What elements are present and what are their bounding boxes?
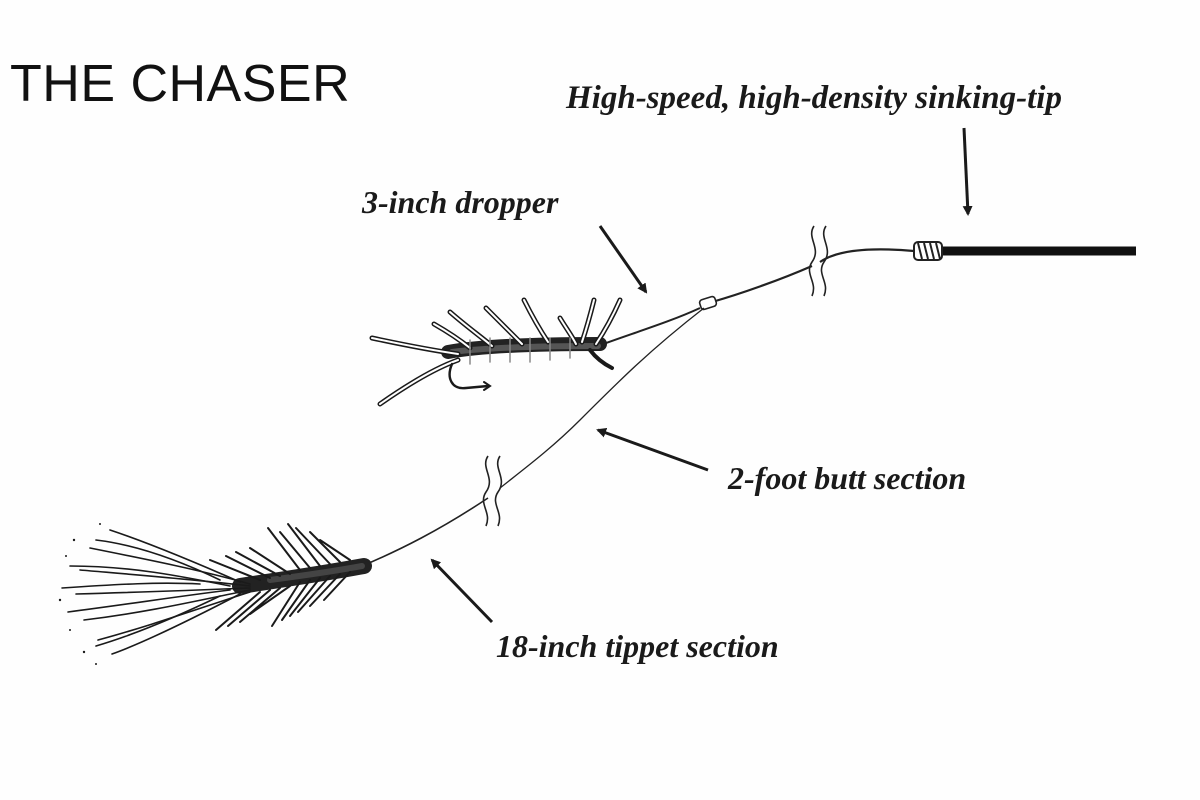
tippet-line — [361, 497, 489, 567]
leader-mid — [711, 264, 813, 304]
label-butt-section: 2-foot butt section — [728, 460, 967, 496]
butt-section-line — [499, 307, 705, 489]
tail-fly — [58, 523, 372, 665]
sinking-tip-knot — [913, 241, 943, 261]
dropper-fly — [369, 297, 623, 407]
label-dropper: 3-inch dropper — [362, 184, 559, 220]
break-mark-upper — [808, 225, 829, 297]
arrow-butt — [596, 428, 709, 472]
label-tippet-section: 18-inch tippet section — [496, 628, 779, 664]
break-mark-lower — [482, 455, 503, 527]
arrow-dropper — [598, 225, 648, 294]
leader-upper — [819, 248, 915, 263]
arrow-tippet — [430, 558, 494, 624]
blood-knot — [698, 295, 718, 311]
dropper-line — [597, 307, 701, 347]
label-sinking-tip: High-speed, high-density sinking-tip — [566, 80, 1062, 116]
arrow-sinking-tip — [962, 127, 973, 216]
page-title: THE CHASER — [10, 55, 351, 113]
